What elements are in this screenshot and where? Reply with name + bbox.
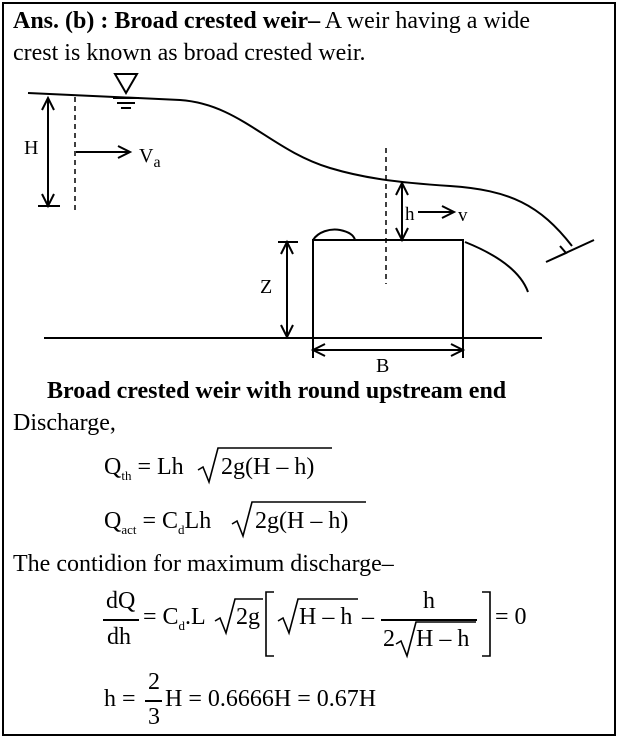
- weir-block: [312, 239, 464, 339]
- deriv-rad-H-minus-h: H – h: [299, 604, 353, 630]
- discharge-label: Discharge,: [13, 410, 116, 436]
- free-surface-triangle: [113, 73, 139, 95]
- label-B: B: [376, 355, 389, 377]
- right-bracket: [482, 591, 491, 657]
- qact-radicand: 2g(H – h): [255, 508, 349, 534]
- answer-label: Ans. (b) : Broad crested weir–: [13, 8, 321, 34]
- sqrt-sign-2g: [214, 598, 263, 636]
- left-bracket: [265, 591, 274, 657]
- sqrt-sign-den: [395, 621, 476, 659]
- inner-frac-den-rad: H – h: [416, 626, 470, 652]
- sqrt-sign-qact: [231, 501, 366, 539]
- inner-frac-den-2: 2: [383, 626, 395, 652]
- deriv-numerator: dQ: [106, 588, 136, 614]
- deriv-denominator: dh: [107, 624, 131, 650]
- deriv-fraction-bar: [103, 619, 139, 621]
- max-discharge-condition: The contidion for maximum discharge–: [13, 551, 394, 577]
- equation-q-actual: Qact = CdLh: [104, 508, 212, 537]
- answer-heading: Ans. (b) : Broad crested weir– A weir ha…: [13, 8, 530, 35]
- deriv-rhs-prefix: = Cd.L: [143, 604, 206, 633]
- label-H: H: [24, 137, 38, 159]
- nappe-lower: [464, 241, 529, 293]
- definition-line-1: A weir having a wide: [320, 8, 531, 34]
- result-fraction-bar: [145, 700, 162, 702]
- qth-radicand: 2g(H – h): [221, 454, 315, 480]
- round-upstream-end: [312, 228, 356, 241]
- label-Va: Va: [139, 145, 161, 171]
- deriv-rad-2g: 2g: [236, 604, 260, 630]
- equation-q-theoretical: Qth = Lh: [104, 454, 184, 483]
- result-frac-num: 2: [148, 669, 160, 695]
- result-frac-den: 3: [148, 704, 160, 730]
- result-lhs: h =: [104, 686, 136, 712]
- sqrt-sign-h: [277, 598, 358, 636]
- answer-frame: [2, 2, 616, 736]
- figure-caption: Broad crested weir with round upstream e…: [47, 378, 507, 404]
- result-rhs: H = 0.6666H = 0.67H: [165, 686, 377, 712]
- deriv-result: = 0: [495, 604, 527, 630]
- label-h: h: [405, 204, 415, 225]
- definition-line-2: crest is known as broad crested weir.: [13, 40, 366, 66]
- label-v: v: [458, 205, 468, 226]
- sqrt-sign-qth: [197, 447, 332, 485]
- label-Z: Z: [260, 276, 272, 298]
- break-mark: [545, 239, 595, 263]
- inner-frac-numerator: h: [423, 588, 435, 614]
- deriv-minus: –: [362, 604, 374, 630]
- water-surface: [27, 92, 573, 247]
- inner-fraction-bar: [381, 619, 477, 621]
